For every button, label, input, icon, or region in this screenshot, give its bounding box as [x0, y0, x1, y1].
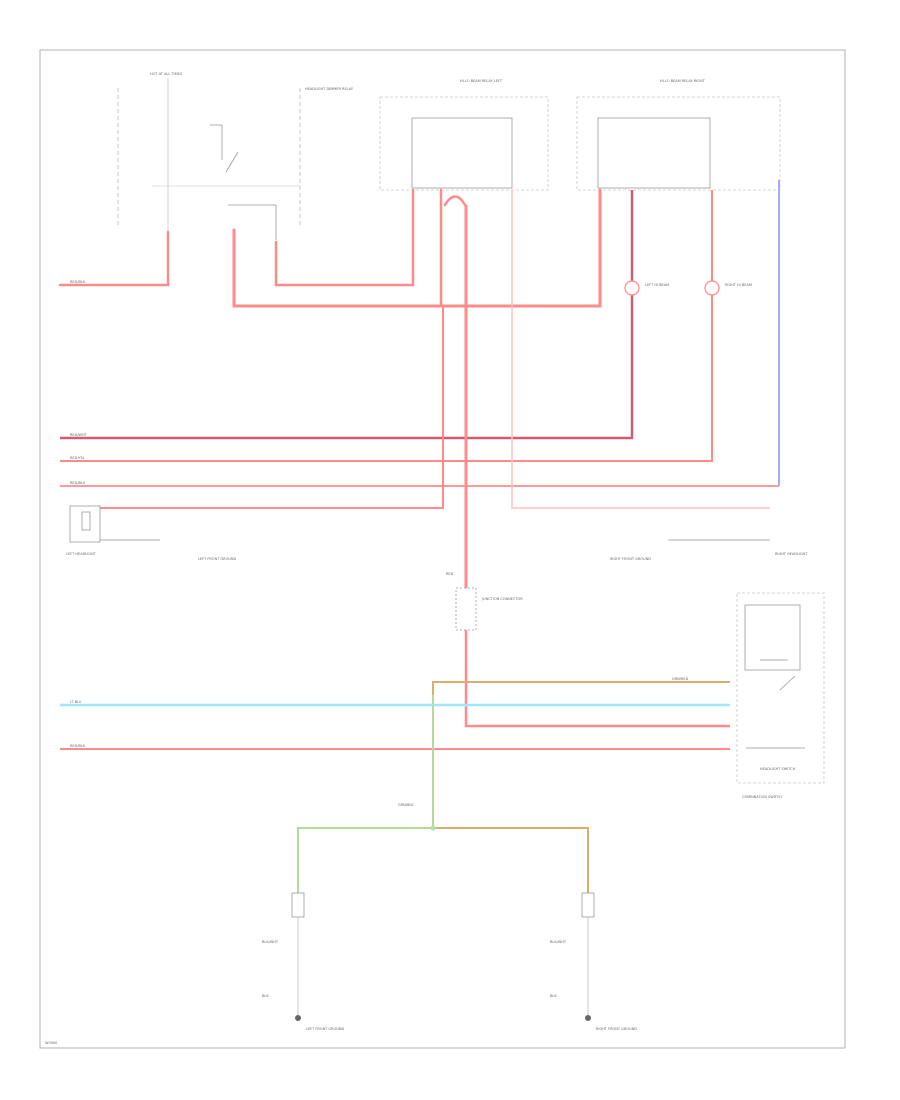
- left-relay-box: HI-LO BEAM RELAY LEFT: [379, 79, 549, 191]
- wire-main-red-bus: [232, 188, 602, 308]
- bottom-right-ground-label: RIGHT FRONT GROUND: [596, 1027, 637, 1031]
- wire-pink-5: [511, 190, 770, 509]
- lower-harness-wires: [60, 681, 730, 893]
- hi-beam-indicators: LEFT HI BEAM RIGHT HI BEAM: [624, 280, 752, 296]
- bottom-right-lamp: RIGHT FRONT GROUND: [581, 892, 637, 1031]
- left-headlight-label: LEFT HEADLIGHT: [66, 552, 97, 556]
- junction-label: JUNCTION CONNECTOR: [481, 597, 523, 601]
- left-hi-beam-label: LEFT HI BEAM: [645, 283, 669, 287]
- left-headlight-group: LEFT HEADLIGHT LEFT FRONT GROUND: [66, 505, 237, 561]
- label-blk-4: BLK: [550, 994, 557, 998]
- wire-red-4: [100, 306, 444, 509]
- wire-trunk-lower: [464, 630, 730, 728]
- top-red-wires: [58, 188, 602, 308]
- label-blk-1: BLK/WHT: [262, 940, 279, 944]
- wire-crossover: [443, 195, 467, 207]
- wire-tan-branch: [297, 827, 589, 893]
- left-ground-label: LEFT FRONT GROUND: [198, 557, 237, 561]
- left-hi-beam-lamp: [624, 280, 640, 296]
- bottom-left-ground-label: LEFT FRONT GROUND: [306, 1027, 345, 1031]
- label-lt-blu: LT BLU: [70, 700, 82, 704]
- splice-node: [430, 825, 436, 831]
- right-ground-label: RIGHT FRONT GROUND: [610, 557, 651, 561]
- right-switch-note: COMBINATION SWITCH: [742, 795, 782, 799]
- page-code: W0000: [45, 1041, 57, 1045]
- left-relay-title: HI-LO BEAM RELAY LEFT: [460, 79, 503, 83]
- red-trunk: [464, 205, 730, 728]
- right-switch-box: HEADLIGHT SWITCH COMBINATION SWITCH: [736, 592, 825, 799]
- ignition-switch-group: HOT AT ALL TIMES HEADLIGHT DIMMER RELAY: [117, 72, 354, 240]
- junction-connector: JUNCTION CONNECTOR: [455, 587, 523, 631]
- wire-green-left: [297, 827, 430, 893]
- right-relay-box: HI-LO BEAM RELAY RIGHT: [576, 79, 781, 191]
- label-blk-2: BLK/WHT: [550, 940, 567, 944]
- label-red-wht: RED/WHT: [70, 433, 88, 437]
- label-blk-3: BLK: [262, 994, 269, 998]
- right-hi-beam-label: RIGHT HI BEAM: [725, 283, 752, 287]
- right-hi-beam-lamp: [704, 280, 720, 296]
- label-red-blk-1: RED/BLK: [70, 280, 86, 284]
- right-headlight-label: RIGHT HEADLIGHT: [775, 552, 808, 556]
- label-grn-red: GRN/RED: [672, 677, 689, 681]
- ign-switch-label: HOT AT ALL TIMES: [150, 72, 183, 76]
- diagram-frame: [39, 49, 846, 1049]
- label-grn: GRN/BLK: [398, 803, 414, 807]
- right-headlight-group: RIGHT FRONT GROUND RIGHT HEADLIGHT: [610, 539, 808, 561]
- wire-ign-feed: [58, 230, 170, 287]
- wire-crimson-1: [60, 190, 634, 440]
- label-red-yel: RED/YEL: [70, 456, 85, 460]
- harness-wires: [60, 180, 780, 509]
- wire-red-2: [60, 190, 713, 462]
- right-relay-title: HI-LO BEAM RELAY RIGHT: [660, 79, 706, 83]
- label-red-blu: RED/BLU: [70, 481, 86, 485]
- label-red: RED: [446, 572, 454, 576]
- dimmer-box-label: HEADLIGHT DIMMER RELAY: [305, 87, 354, 91]
- bottom-left-lamp: LEFT FRONT GROUND: [291, 892, 345, 1031]
- right-switch-label: HEADLIGHT SWITCH: [760, 767, 796, 771]
- wire-color-labels: RED/BLK RED/WHT RED/YEL RED/BLU RED LT B…: [70, 280, 689, 998]
- wire-switch-output: [274, 188, 415, 287]
- label-red-blk-2: RED/BLK: [70, 744, 86, 748]
